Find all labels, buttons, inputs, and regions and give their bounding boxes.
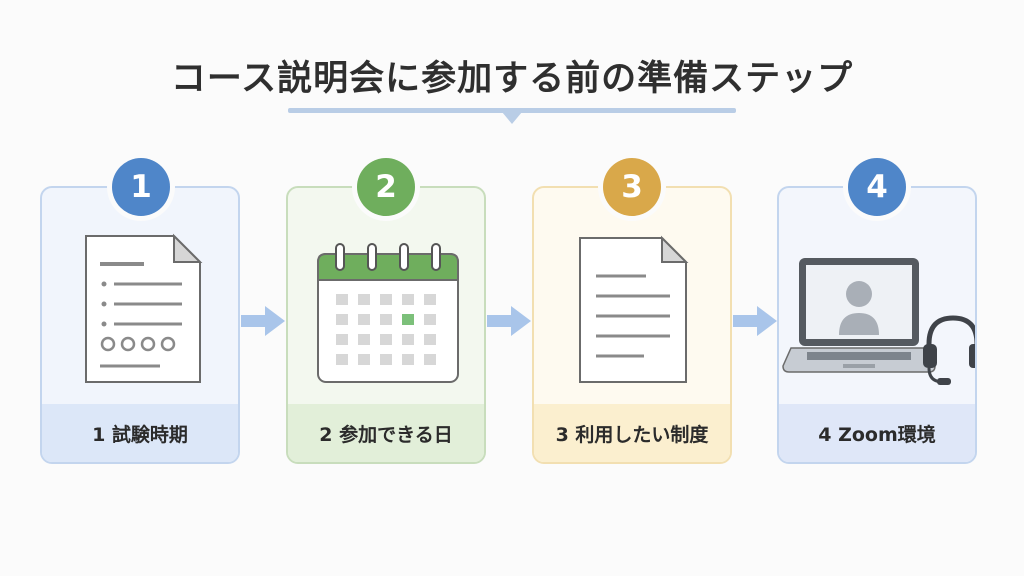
document-icon [534,188,730,408]
checklist-document-icon [42,188,238,408]
step-number-badge-1: 1 [112,158,170,216]
title-pointer [502,112,522,124]
step-number-badge-2: 2 [357,158,415,216]
calendar-icon [288,188,484,408]
step-label-2: 2 参加できる日 [288,404,484,462]
step-card-2: 2 参加できる日 [286,186,486,464]
laptop-headset-icon [779,188,975,408]
step-label-1: 1 試験時期 [42,404,238,462]
step-label-4: 4 Zoom環境 [779,404,975,462]
step-label-3: 3 利用したい制度 [534,404,730,462]
step-card-3: 3 利用したい制度 [532,186,732,464]
step-card-4: 4 Zoom環境 [777,186,977,464]
title-underline [288,108,736,113]
arrow-right-icon [733,306,777,336]
arrow-right-icon [487,306,531,336]
arrow-right-icon [241,306,285,336]
page-title: コース説明会に参加する前の準備ステップ [170,59,854,99]
step-number-badge-3: 3 [603,158,661,216]
step-card-1: 1 試験時期 [40,186,240,464]
step-number-badge-4: 4 [848,158,906,216]
